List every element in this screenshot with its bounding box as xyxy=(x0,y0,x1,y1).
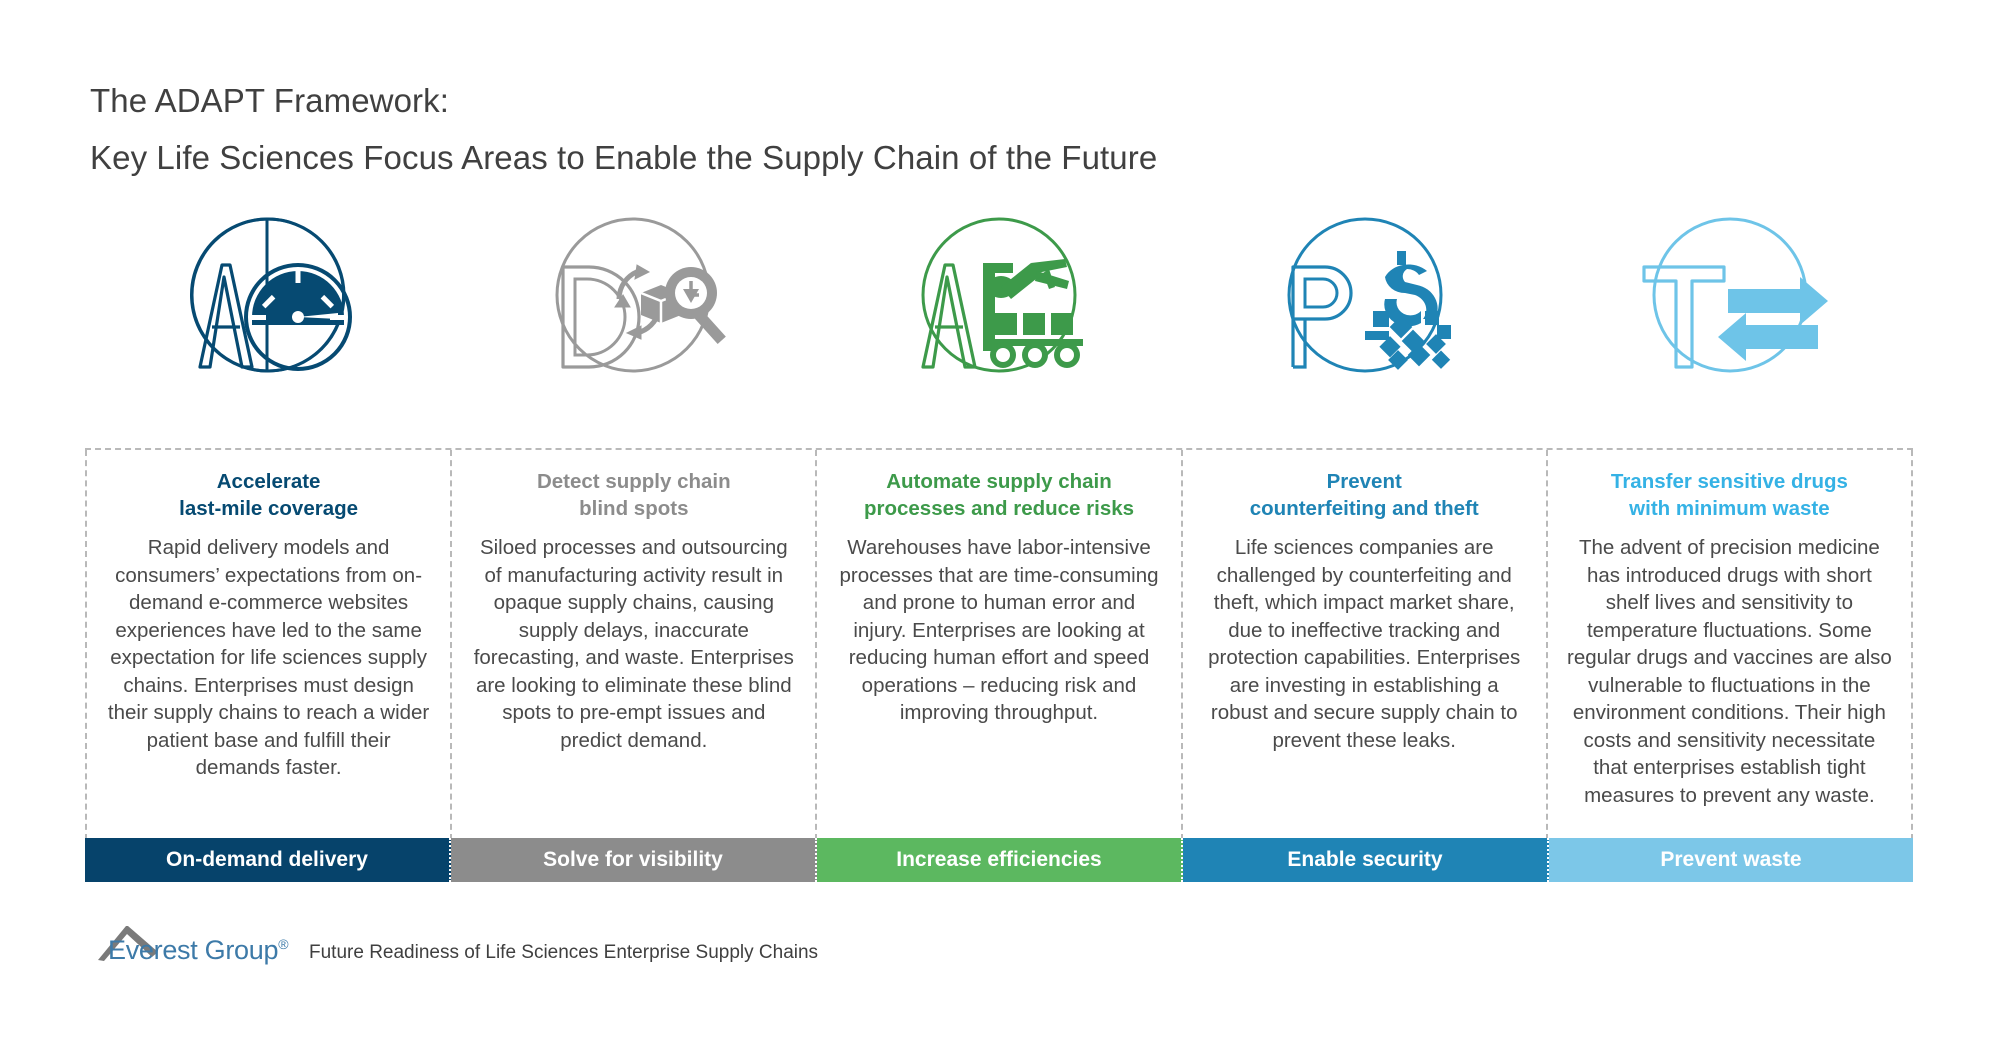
robot-arm-conveyor-icon xyxy=(921,217,1083,373)
column-body-prevent: Life sciences companies are challenged b… xyxy=(1208,536,1521,752)
bar-enable-security: Enable security xyxy=(1183,838,1549,882)
logo-name: Everest Group xyxy=(108,935,279,965)
framework-columns: Accelerate last-mile coverage Rapid deli… xyxy=(85,448,1914,840)
column-heading-automate: Automate supply chain processes and redu… xyxy=(863,470,1135,520)
column-body-transfer: The advent of precision medicine has int… xyxy=(1567,536,1892,807)
icon-cell-detect xyxy=(451,215,817,445)
column-detect: Detect supply chain blind spots Siloed p… xyxy=(450,450,815,840)
column-transfer: Transfer sensitive drugs with minimum wa… xyxy=(1545,450,1914,840)
outcome-bar-row: On-demand delivery Solve for visibility … xyxy=(85,838,1913,882)
footer: Everest Group® Future Readiness of Life … xyxy=(96,918,818,966)
page-title: The ADAPT Framework: Key Life Sciences F… xyxy=(90,72,1790,186)
speedometer-icon xyxy=(189,217,352,373)
column-prevent: Prevent counterfeiting and theft Life sc… xyxy=(1180,450,1546,840)
column-body-accelerate: Rapid delivery models and consumers’ exp… xyxy=(107,536,430,779)
bar-increase-efficiencies: Increase efficiencies xyxy=(817,838,1183,882)
bar-on-demand-delivery: On-demand delivery xyxy=(85,838,451,882)
package-search-cycle-icon xyxy=(555,217,727,373)
registered-mark: ® xyxy=(278,936,289,952)
icon-cell-accelerate xyxy=(85,215,451,445)
everest-group-logo: Everest Group® xyxy=(96,918,289,966)
column-heading-prevent: Prevent counterfeiting and theft xyxy=(1249,470,1479,520)
bar-prevent-waste: Prevent waste xyxy=(1549,838,1913,882)
column-body-detect: Siloed processes and outsourcing of manu… xyxy=(473,536,794,752)
icon-cell-automate xyxy=(816,215,1182,445)
mountain-peak-icon xyxy=(98,926,158,961)
dollar-pixelating-icon xyxy=(1287,217,1451,373)
column-heading-detect: Detect supply chain blind spots xyxy=(536,470,731,520)
transfer-arrows-icon xyxy=(1642,217,1829,373)
column-automate: Automate supply chain processes and redu… xyxy=(815,450,1180,840)
column-accelerate: Accelerate last-mile coverage Rapid deli… xyxy=(85,450,450,840)
column-body-automate: Warehouses have labor-intensive processe… xyxy=(839,536,1159,724)
icon-cell-prevent xyxy=(1182,215,1548,445)
column-heading-transfer: Transfer sensitive drugs with minimum wa… xyxy=(1610,470,1848,520)
bar-solve-for-visibility: Solve for visibility xyxy=(451,838,817,882)
column-heading-accelerate: Accelerate last-mile coverage xyxy=(179,470,359,520)
footer-caption: Future Readiness of Life Sciences Enterp… xyxy=(309,942,819,963)
icon-row xyxy=(85,215,1913,445)
icon-cell-transfer xyxy=(1547,215,1913,445)
title-line-1: The ADAPT Framework: xyxy=(90,82,449,119)
logo-text: Everest Group® xyxy=(108,935,289,966)
title-line-2: Key Life Sciences Focus Areas to Enable … xyxy=(90,139,1158,176)
